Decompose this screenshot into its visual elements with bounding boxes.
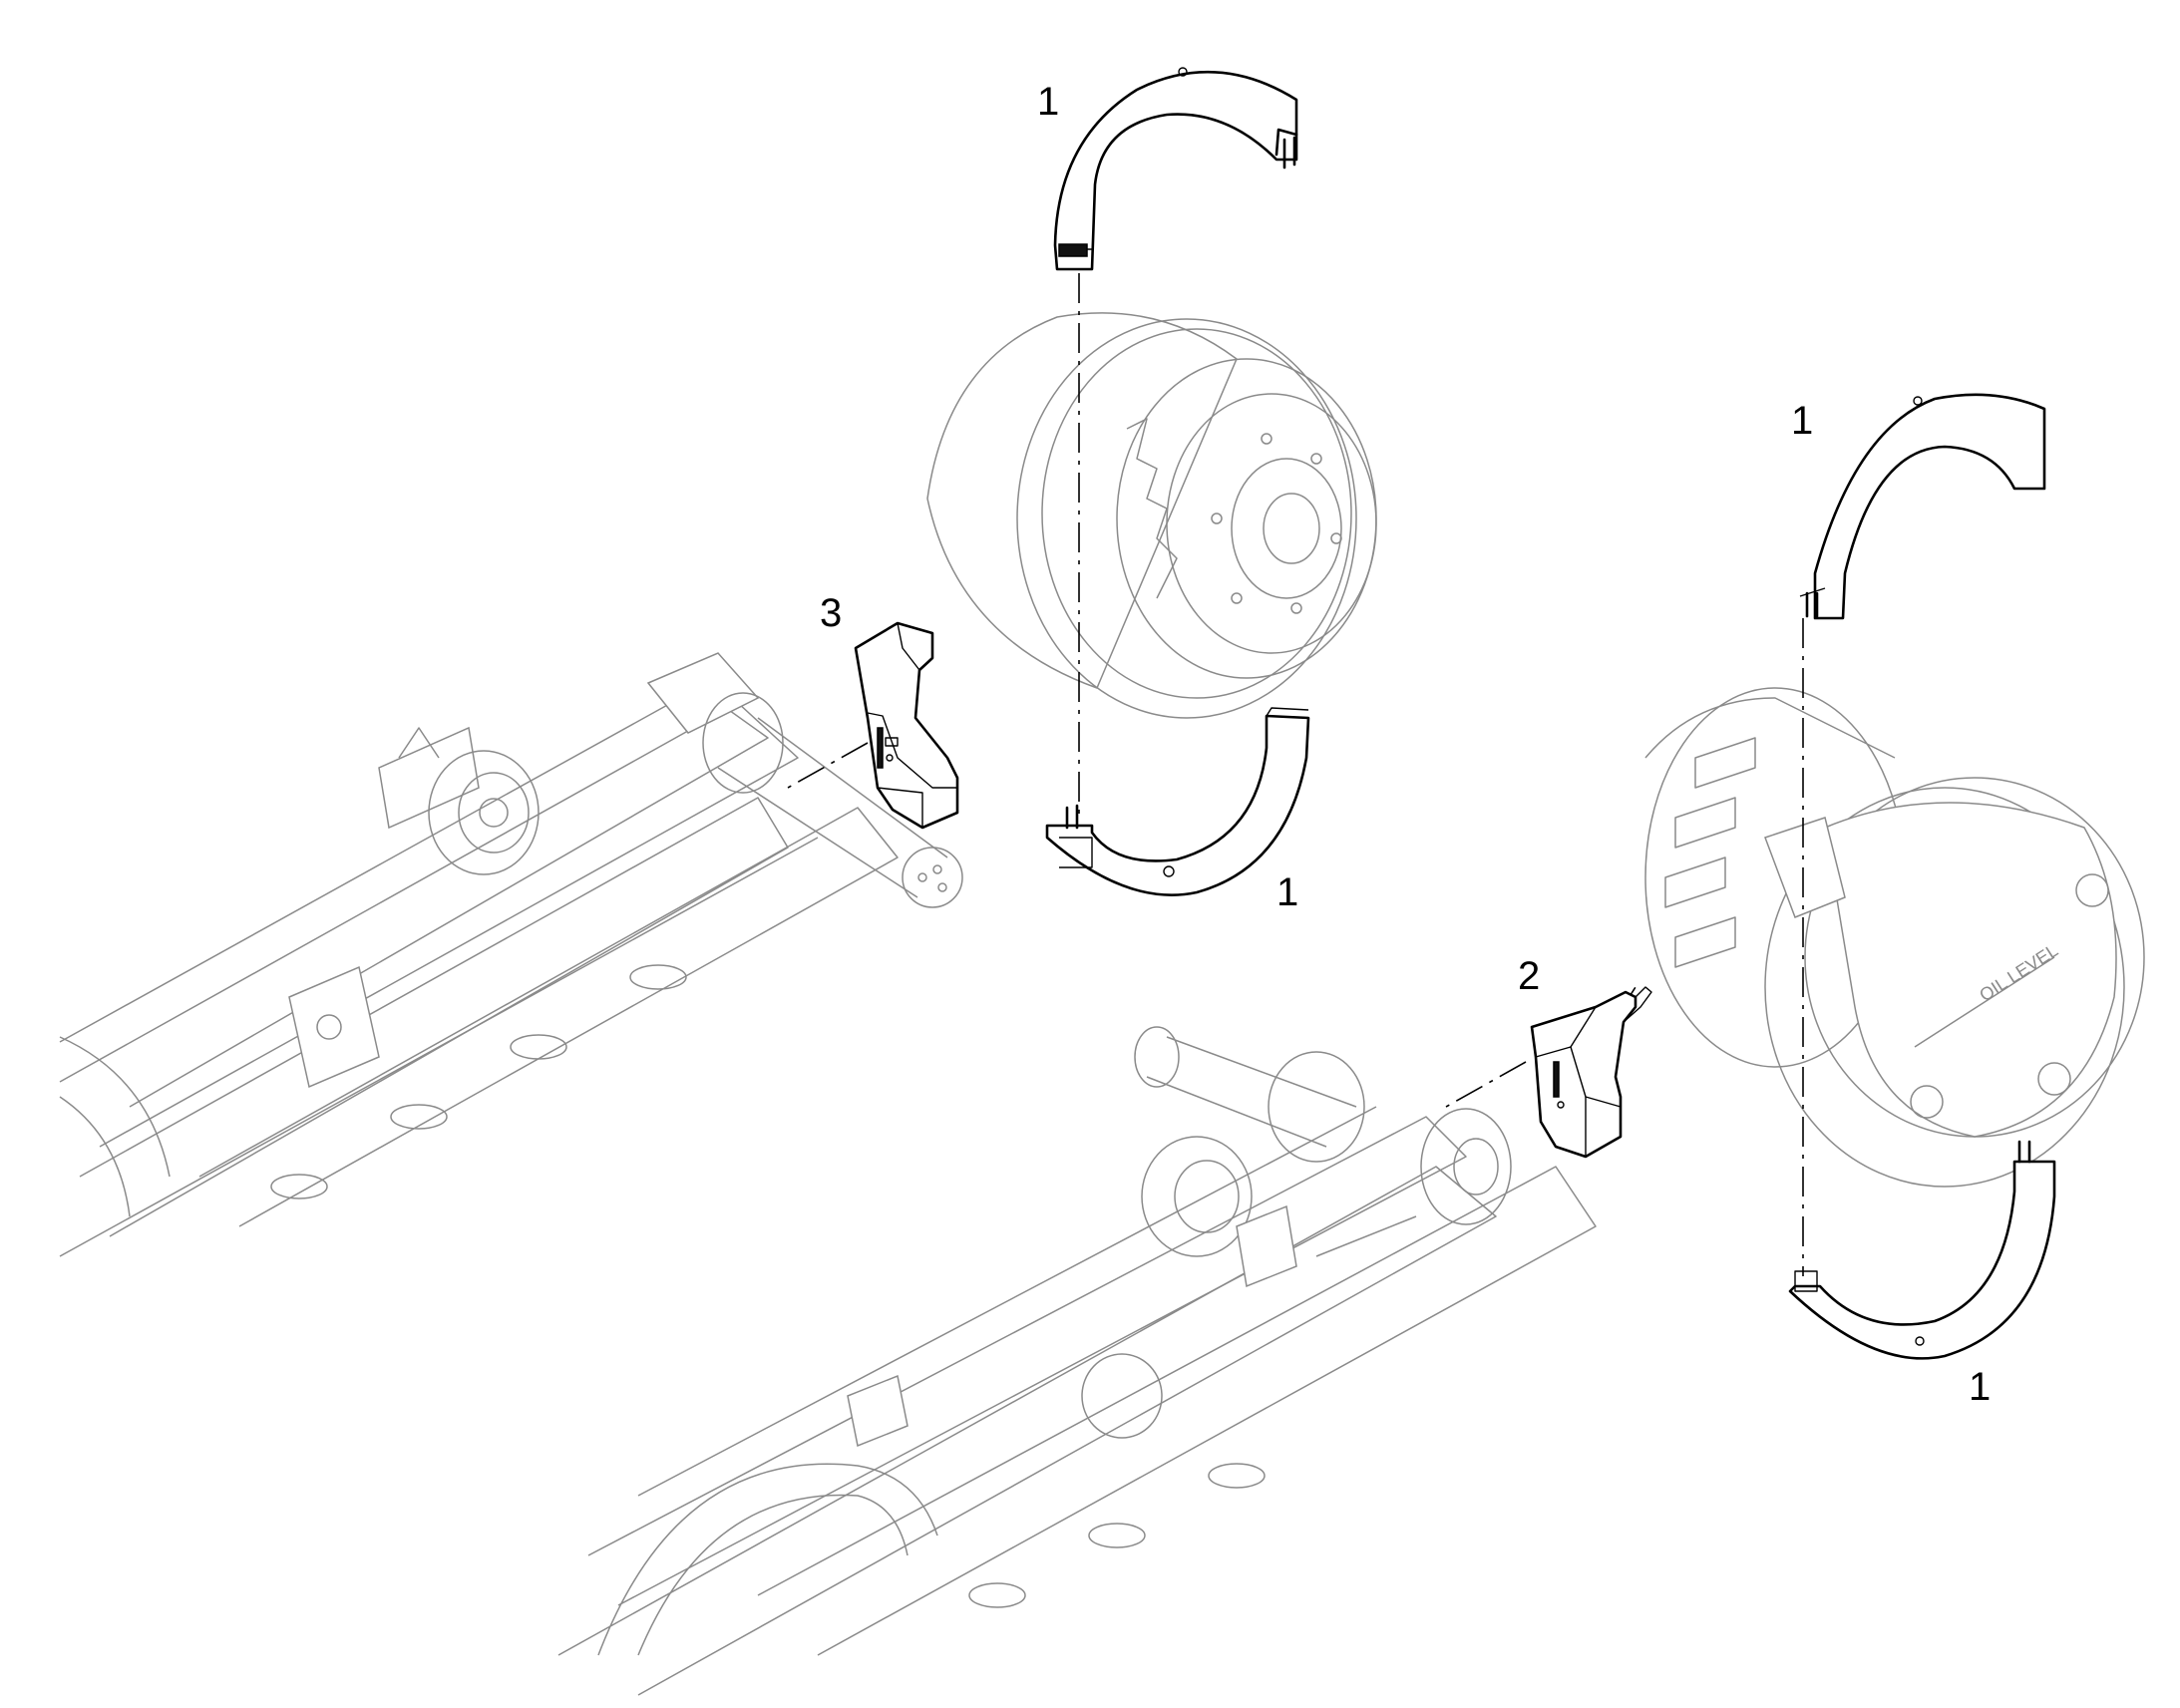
lower-axle-beam xyxy=(557,1026,1597,1696)
left-axle-beam xyxy=(59,652,963,1257)
wedge-block-left xyxy=(854,621,959,830)
upper-wheel-hub xyxy=(926,312,1377,719)
callout-1-upper-clamp-top: 1 xyxy=(1037,80,1059,124)
callout-1-upper-clamp-bottom: 1 xyxy=(1276,870,1298,914)
callout-labels: 1 1 1 1 2 3 xyxy=(820,80,1991,1409)
clamp-half-upper-hub-bottom xyxy=(1045,707,1310,896)
lower-wheel-hub: OIL LEVEL xyxy=(1644,687,2145,1188)
callout-1-lower-clamp-top: 1 xyxy=(1791,399,1813,443)
clamp-half-lower-hub-top xyxy=(1799,393,2046,620)
clamp-half-upper-hub-top xyxy=(1053,67,1298,271)
clamp-half-lower-hub-bottom xyxy=(1788,1140,2056,1360)
callout-3-wedge-left: 3 xyxy=(820,591,842,635)
callout-2-wedge-right: 2 xyxy=(1518,954,1540,998)
wedge-block-right xyxy=(1530,986,1652,1159)
callout-1-lower-clamp-bottom: 1 xyxy=(1969,1365,1991,1409)
